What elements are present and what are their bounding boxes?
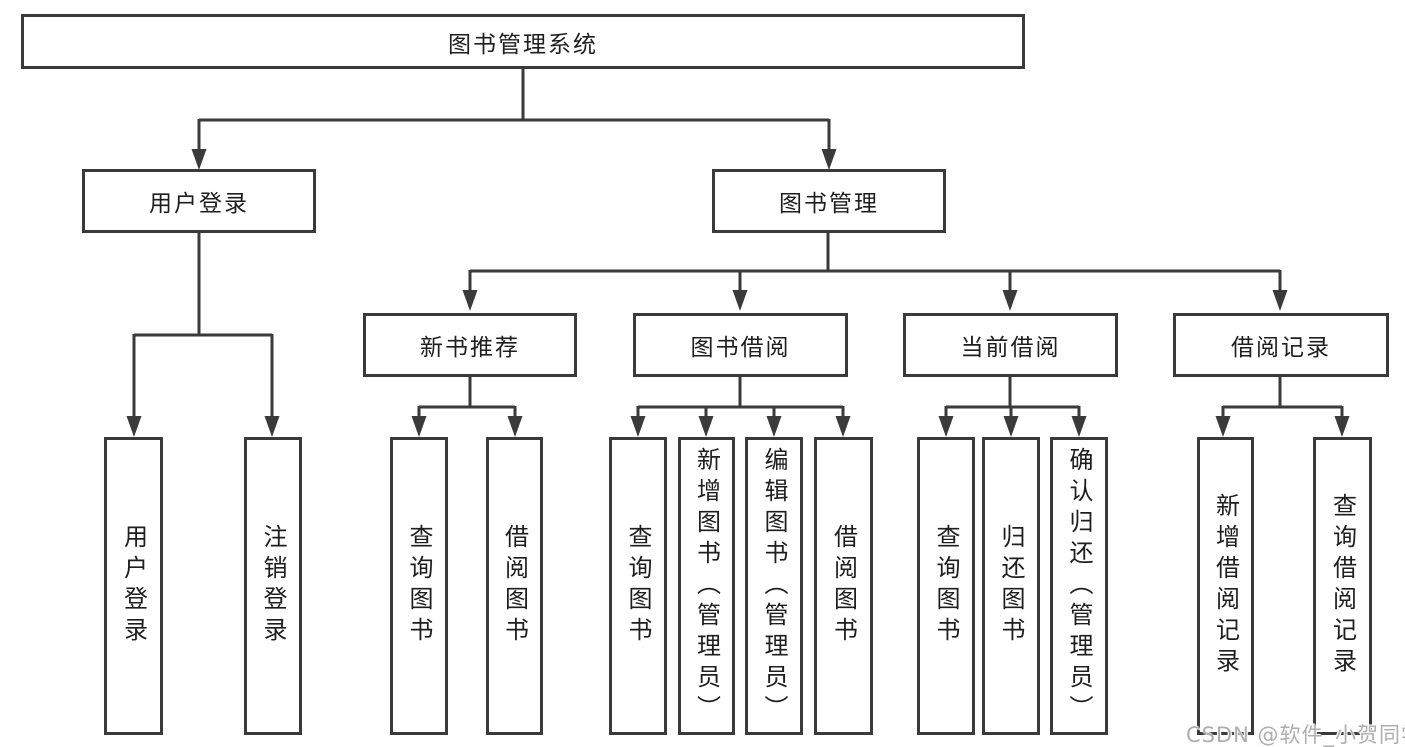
node-label: 图书借阅 (690, 335, 791, 361)
node-label: 借阅记录 (1231, 335, 1331, 361)
connectors-book-management (468, 232, 1282, 293)
leaf-label: 查询图书 (932, 524, 960, 648)
node-book-borrowing: 图书借阅 (633, 313, 848, 377)
node-label: 新书推荐 (420, 335, 520, 361)
leaf-borrow-books-recommend: 借阅图书 (486, 437, 543, 735)
leaf-query-books-borrowing: 查询图书 (609, 437, 667, 735)
leaf-query-books-current: 查询图书 (917, 437, 975, 735)
node-borrowing-records: 借阅记录 (1173, 313, 1389, 377)
node-user-login: 用户登录 (82, 169, 316, 233)
leaf-return-books: 归还图书 (982, 437, 1040, 735)
leaf-label: 编辑图书（管理员） (760, 446, 788, 726)
node-label: 图书管理系统 (448, 31, 598, 58)
leaf-edit-book-admin: 编辑图书（管理员） (745, 437, 803, 735)
leaf-borrow-books: 借阅图书 (814, 437, 873, 735)
node-label: 当前借阅 (960, 335, 1061, 361)
leaf-label: 新增借阅记录 (1211, 493, 1240, 679)
node-book-management: 图书管理 (712, 169, 946, 233)
node-library-management-system: 图书管理系统 (21, 14, 1025, 69)
node-current-borrowing: 当前借阅 (903, 313, 1118, 377)
connectors-root (197, 68, 831, 152)
connectors-new-book-recommendation (417, 376, 517, 419)
leaf-add-book-admin: 新增图书（管理员） (678, 437, 735, 735)
node-new-book-recommendation: 新书推荐 (363, 313, 577, 377)
connectors-current-borrowing (944, 376, 1081, 419)
leaf-add-borrow-record: 新增借阅记录 (1197, 437, 1254, 735)
arrowheads (126, 149, 1350, 437)
leaf-label: 借阅图书 (500, 524, 529, 648)
leaf-label: 查询图书 (405, 524, 433, 648)
node-label: 用户登录 (149, 191, 249, 217)
leaf-confirm-return-admin: 确认归还（管理员） (1050, 437, 1108, 735)
watermark: CSDN @软件_小贺同学 (1186, 723, 1405, 747)
node-label: 图书管理 (779, 191, 879, 217)
leaf-label: 归还图书 (997, 524, 1025, 648)
connectors-book-borrowing (636, 376, 845, 419)
connectors-borrowing-records (1221, 376, 1344, 419)
leaf-query-borrow-record: 查询借阅记录 (1313, 437, 1372, 735)
leaf-label: 查询图书 (624, 524, 652, 648)
leaf-label: 注销登录 (259, 524, 287, 648)
connectors-user-login (132, 232, 274, 419)
leaf-label: 用户登录 (119, 524, 148, 648)
leaf-logout: 注销登录 (244, 437, 302, 735)
leaf-label: 确认归还（管理员） (1065, 446, 1093, 726)
leaf-label: 查询借阅记录 (1328, 493, 1357, 679)
leaf-label: 新增图书（管理员） (692, 446, 721, 726)
leaf-query-books-recommend: 查询图书 (390, 437, 448, 735)
leaf-user-login: 用户登录 (104, 437, 163, 735)
leaf-label: 借阅图书 (829, 524, 858, 648)
